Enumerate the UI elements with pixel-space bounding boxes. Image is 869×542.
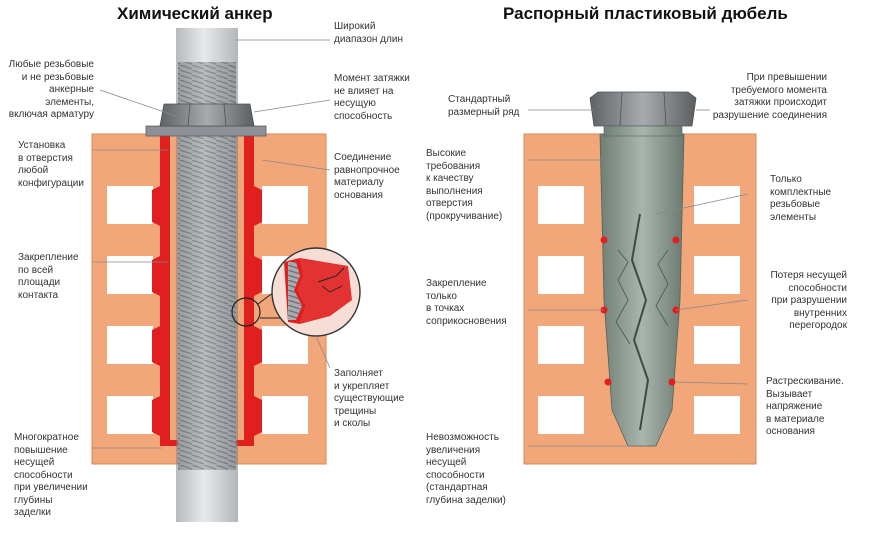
label-installation: Установка в отверстия любой конфигурации (18, 140, 84, 189)
label-complete-elements: Только комплектные резьбовые элементы (770, 174, 832, 223)
label-equal-strength: Соединение равнопрочное материалу основа… (334, 152, 400, 201)
label-threaded-elements: Любые резьбовые и не резьбовые анкерные … (8, 59, 94, 120)
label-point-contact: Закрепление только в точках соприкоснове… (426, 278, 507, 327)
label-length-range: Широкий диапазон длин (334, 21, 403, 45)
label-overtorque: При превышении требуемого момента затяжк… (712, 72, 827, 121)
label-standard-range: Стандартный размерный ряд (448, 94, 520, 118)
right-leader-lines (528, 109, 749, 447)
dowel-screw-head (589, 91, 697, 137)
label-torque: Момент затяжки не влияет на несущую спос… (334, 73, 410, 122)
left-leader-lines (92, 39, 331, 449)
label-cracking: Растрескивание. Вызывает напряжение в ма… (766, 376, 844, 437)
threaded-rod (176, 28, 238, 522)
label-no-capacity-increase: Невозможность увеличения несущей способн… (426, 432, 506, 506)
chemical-anchor-title: Химический анкер (117, 4, 273, 23)
label-capacity-loss: Потеря несущей способности при разрушени… (770, 270, 847, 331)
label-hole-requirements: Высокие требования к качеству выполнения… (426, 148, 503, 222)
magnifier-detail (231, 247, 361, 337)
plastic-dowel-title: Распорный пластиковый дюбель (503, 4, 788, 23)
contact-points (600, 236, 680, 386)
label-fills-cracks: Заполняет и укрепляет существующие трещи… (334, 368, 405, 429)
label-fixing-area: Закрепление по всей площади контакта (18, 252, 79, 301)
washer-and-nut (145, 103, 267, 137)
label-capacity-increase: Многократное повышение несущей способнос… (14, 432, 88, 518)
dowel-body (599, 133, 685, 447)
